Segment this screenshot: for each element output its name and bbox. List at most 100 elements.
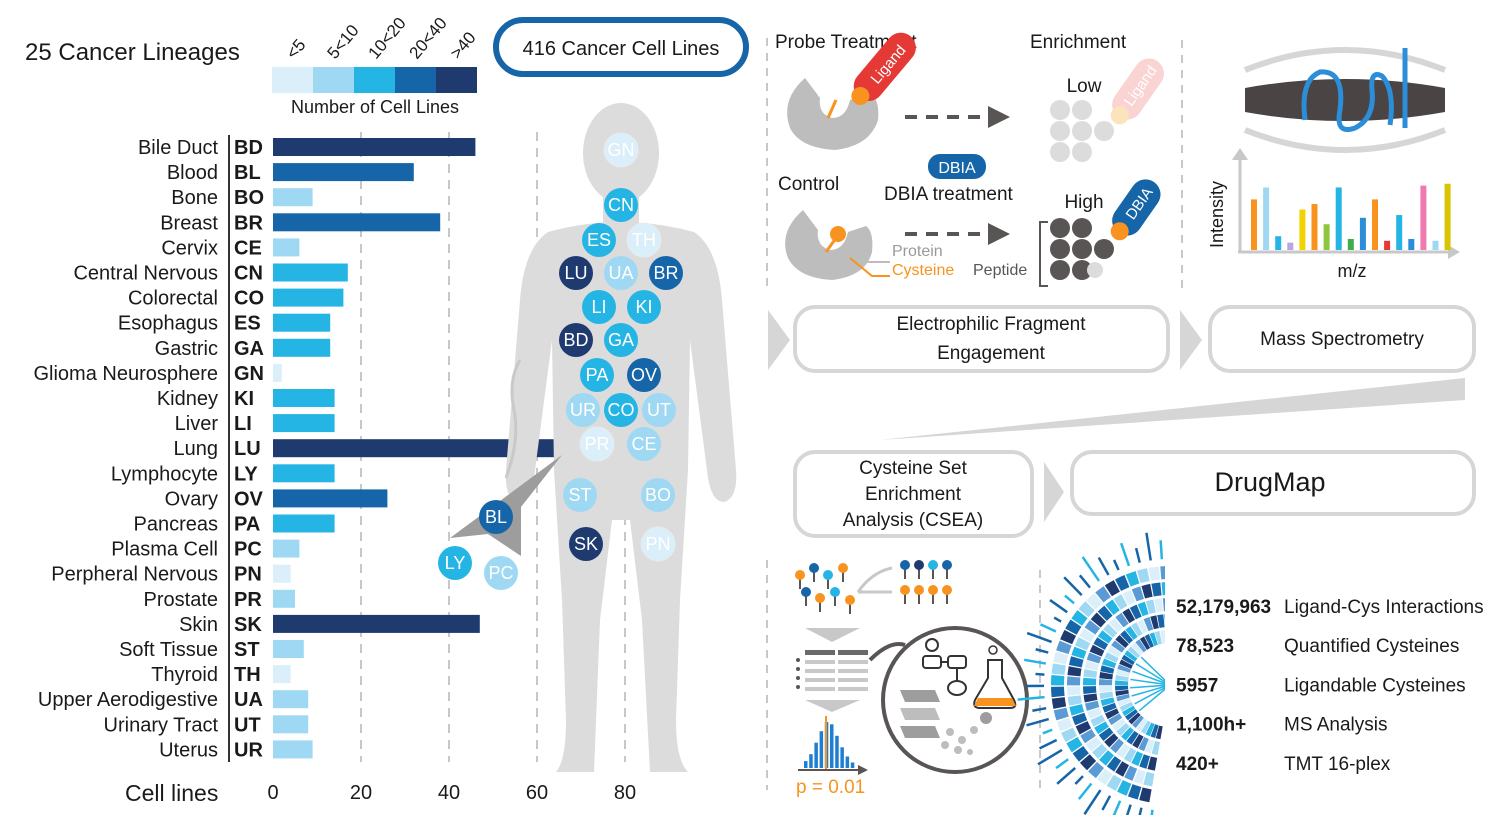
protein-shape-top <box>787 78 879 150</box>
lineage-circle <box>604 256 638 290</box>
radial-spike <box>1145 532 1152 561</box>
histogram-bar <box>845 756 850 768</box>
radial-segment <box>1102 658 1117 669</box>
category-code: PA <box>234 514 260 536</box>
histogram-bar <box>850 762 855 768</box>
lineage-circle-label: BO <box>645 485 671 505</box>
peptide-low <box>1050 100 1114 162</box>
radial-segment <box>1067 676 1081 686</box>
radial-segment <box>1143 771 1155 787</box>
radial-spike <box>1026 631 1053 644</box>
radial-segment <box>1056 717 1073 732</box>
radial-segment <box>1053 707 1069 721</box>
spectrum-peak <box>1396 215 1403 250</box>
radial-segment <box>1155 725 1163 740</box>
bar <box>273 288 344 307</box>
spectrum-peak <box>1299 209 1306 250</box>
radial-segment <box>1119 659 1133 669</box>
category-code: ES <box>234 313 261 335</box>
radial-segment <box>1128 712 1141 725</box>
radial-link <box>1132 670 1171 686</box>
radial-spike <box>1077 782 1093 800</box>
radial-segment <box>1111 640 1125 653</box>
flask-icon <box>973 645 1017 709</box>
legend-swatch <box>395 67 436 93</box>
radial-segment <box>1132 734 1144 749</box>
radial-link <box>1130 678 1171 686</box>
histogram-bar <box>804 761 808 768</box>
bar <box>273 414 335 433</box>
radial-segment <box>1066 737 1083 753</box>
dbia-treatment-label: DBIA treatment <box>884 184 1014 205</box>
pin-head <box>928 560 938 570</box>
radial-spike <box>1097 556 1110 576</box>
radial-spike <box>1125 804 1132 815</box>
pin-head <box>838 563 848 573</box>
lineage-circle <box>582 290 616 324</box>
category-code: OV <box>234 488 264 510</box>
radial-segment <box>1106 756 1122 772</box>
peptide-label: Peptide <box>973 262 1027 279</box>
radial-segment <box>1051 686 1065 698</box>
spectrum-peak <box>1263 187 1270 250</box>
bar <box>273 263 348 282</box>
bar <box>273 514 335 533</box>
radial-spike <box>1112 800 1122 815</box>
spectrum-peak <box>1335 187 1342 250</box>
lineage-circle <box>603 132 639 168</box>
radial-segment <box>1072 712 1088 726</box>
category-code: UR <box>234 739 263 761</box>
radial-segment <box>1145 722 1155 737</box>
category-code: PR <box>234 589 262 611</box>
radial-segment <box>1139 636 1151 650</box>
radial-spike <box>1053 616 1062 623</box>
radial-segment <box>1108 617 1123 633</box>
category-label: Plasma Cell <box>111 539 218 561</box>
x-tick-label: 40 <box>438 782 460 804</box>
category-label: Soft Tissue <box>119 639 218 661</box>
molecule-dots-icon <box>941 712 992 755</box>
radial-segment <box>1078 601 1095 618</box>
category-label: Bile Duct <box>138 137 218 159</box>
legend-bin-label: >40 <box>447 28 480 62</box>
histogram-bar <box>835 735 839 768</box>
category-code: LU <box>234 438 261 460</box>
radial-segment <box>1136 568 1150 584</box>
lineage-circle <box>640 526 676 562</box>
radial-segment <box>1087 707 1102 719</box>
radial-spike <box>1081 556 1101 582</box>
radial-segment <box>1138 736 1149 752</box>
radial-segment <box>1121 727 1134 741</box>
radial-segment <box>1125 709 1138 721</box>
legend-bin-label: 20<40 <box>406 14 451 63</box>
radial-segment <box>1051 663 1066 675</box>
lineage-circle-label: PA <box>586 365 609 385</box>
lineage-circle-label: SK <box>574 534 598 554</box>
intensity-axis-label: Intensity <box>1207 181 1227 248</box>
arrow-top <box>988 106 1010 128</box>
lineage-circle-label: CO <box>608 400 635 420</box>
category-label: Thyroid <box>151 664 218 686</box>
svg-text:Mass Spectrometry: Mass Spectrometry <box>1260 329 1424 350</box>
radial-segment <box>1084 660 1099 671</box>
radial-segment <box>1065 619 1082 635</box>
radial-segment <box>1083 693 1098 703</box>
radial-segment <box>1090 612 1107 628</box>
radial-segment <box>1124 765 1138 781</box>
lineage-circle <box>559 323 593 357</box>
radial-segment <box>1154 598 1164 613</box>
lineage-circle <box>580 358 614 392</box>
radial-segment <box>1111 718 1126 731</box>
radial-segment <box>1053 651 1069 665</box>
radial-segment <box>1067 686 1081 696</box>
radial-segment <box>1097 605 1113 621</box>
stat-value: 420+ <box>1176 754 1219 775</box>
bar <box>273 564 291 583</box>
lineage-circle-label: CE <box>631 434 656 454</box>
lineage-circle-label: UR <box>570 400 596 420</box>
category-code: CN <box>234 263 263 285</box>
radial-segment <box>1060 629 1077 645</box>
radial-spike <box>1078 574 1091 589</box>
